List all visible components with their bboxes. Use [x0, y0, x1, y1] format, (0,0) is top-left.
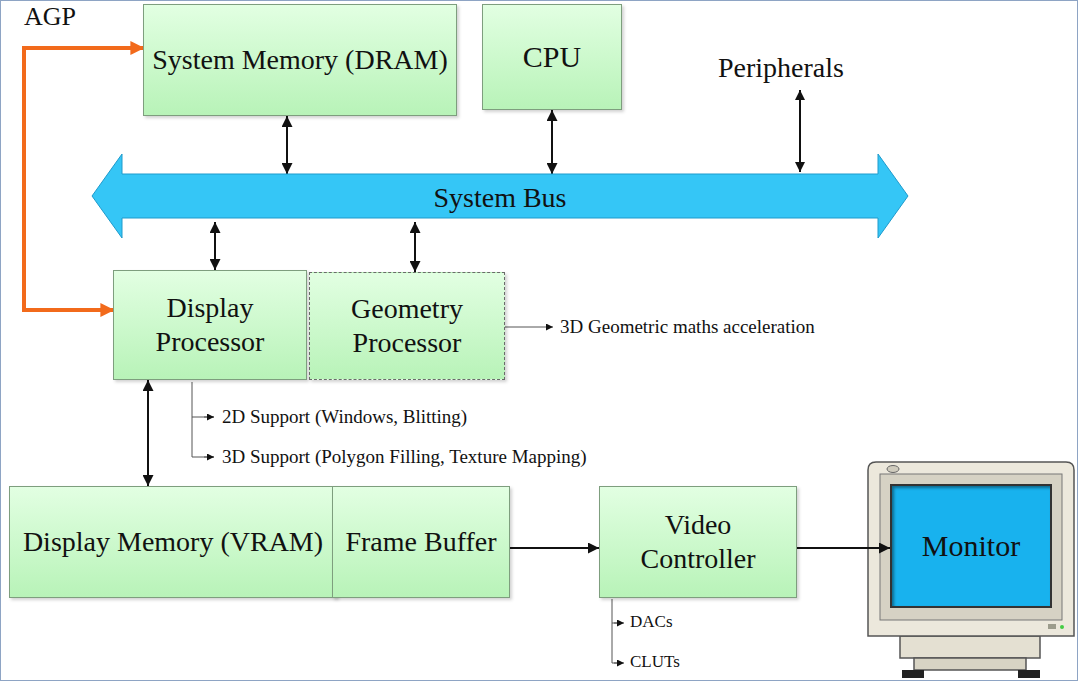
buffer-box: Frame Buffer: [332, 486, 510, 598]
peripherals-label: Peripherals: [718, 52, 844, 84]
node-text: Monitor: [914, 528, 1028, 564]
node-text: Video Controller: [600, 508, 796, 575]
processor-box: Geometry Processor: [309, 272, 505, 380]
node-text: Geometry Processor: [310, 292, 504, 359]
memory-box: Display Memory (VRAM): [9, 486, 337, 598]
node-text: System Bus: [425, 181, 574, 215]
annotation: CLUTs: [630, 652, 680, 672]
monitor-housing: [868, 462, 1074, 678]
node-text: CPU: [515, 39, 589, 75]
bus-connector: [797, 547, 890, 549]
bus-connector: [147, 380, 149, 486]
annotation: DACs: [630, 612, 673, 632]
controller-box: Video Controller: [599, 486, 797, 598]
cpu-box: CPU: [482, 4, 622, 110]
monitor-screen: Monitor: [890, 484, 1052, 608]
leader-line: [501, 327, 553, 328]
leader-line: [192, 382, 214, 457]
bus-connector: [214, 222, 216, 270]
node-text: System Memory (DRAM): [144, 43, 456, 77]
peripherals-arrow: [799, 90, 801, 172]
node-text: Display Processor: [114, 291, 306, 358]
processor-box: Display Processor: [113, 270, 307, 380]
annotation: 3D Support (Polygon Filling, Texture Map…: [222, 446, 587, 468]
system-bus: System Bus: [122, 174, 878, 222]
node-text: Frame Buffer: [337, 525, 504, 559]
bus-connector: [510, 547, 599, 549]
node-text: Display Memory (VRAM): [15, 525, 331, 559]
annotation: 2D Support (Windows, Blitting): [222, 406, 467, 428]
bus-connector: [551, 110, 553, 174]
edge-label: AGP: [22, 2, 78, 32]
bus-connector: [286, 116, 288, 174]
annotation: 3D Geometric maths acceleration: [560, 316, 815, 338]
memory-box: System Memory (DRAM): [143, 4, 457, 116]
bus-connector: [414, 222, 416, 272]
leader-line: [612, 599, 622, 663]
